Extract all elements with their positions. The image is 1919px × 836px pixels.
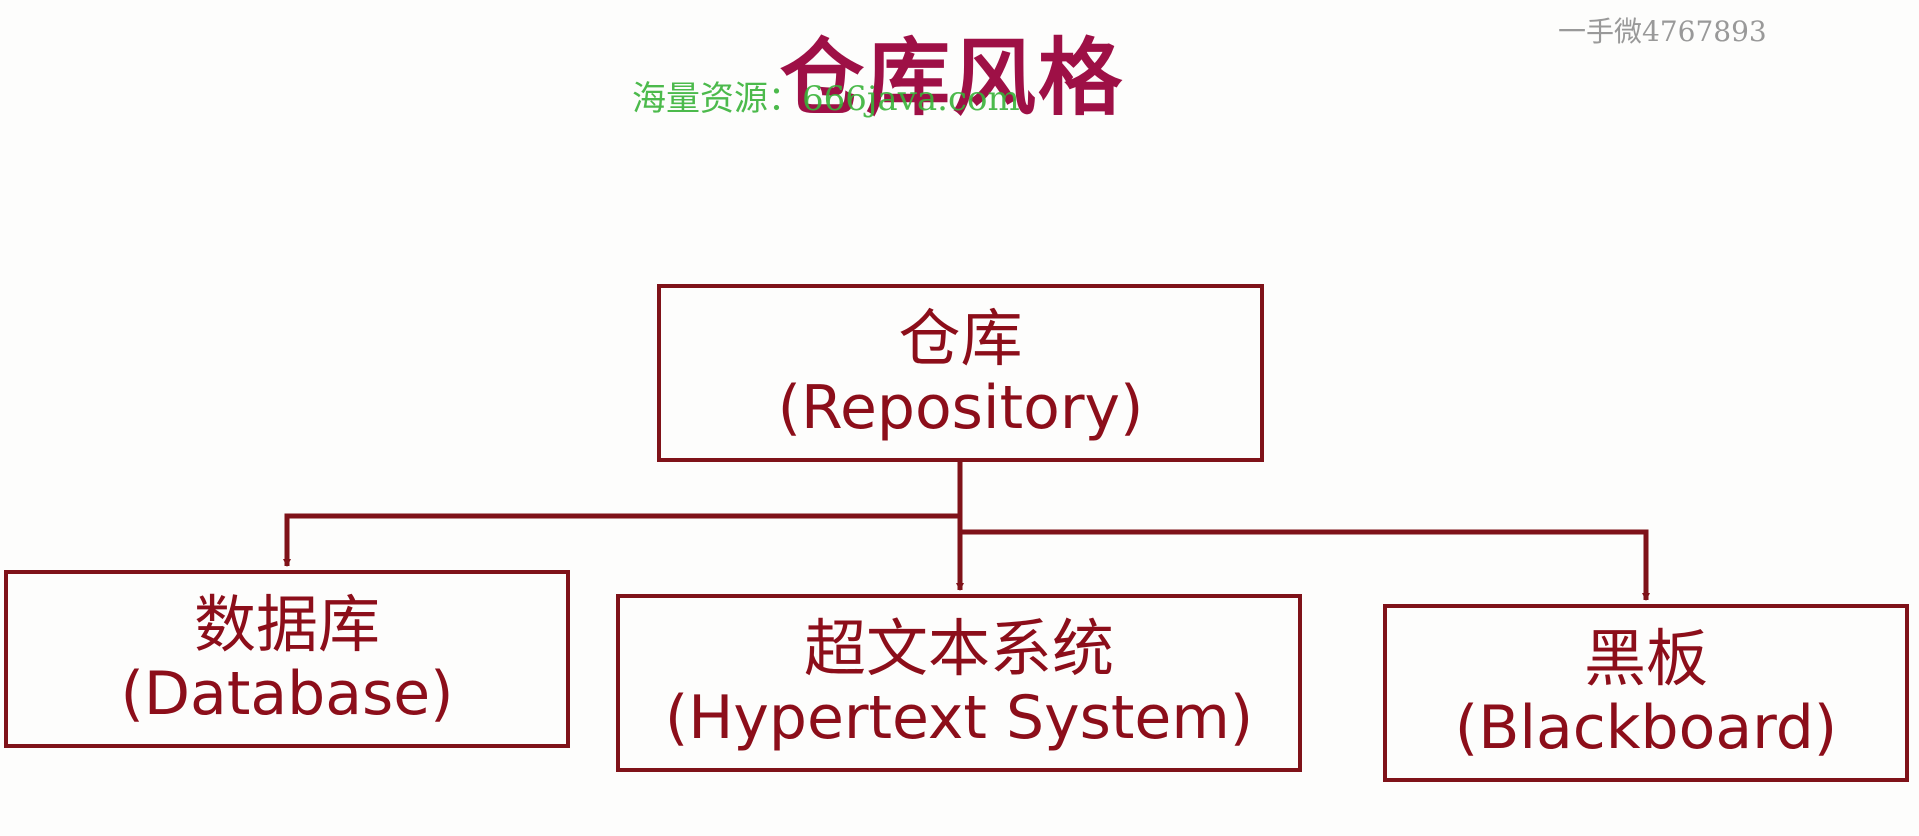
node-hypertext-label-en: (Hypertext System) <box>664 683 1254 754</box>
connector-blackboard <box>960 529 1650 601</box>
node-database: 数据库 (Database) <box>4 570 570 748</box>
node-blackboard-label-en: (Blackboard) <box>1454 693 1838 764</box>
node-hypertext-label-zh: 超文本系统 <box>803 611 1114 685</box>
connector-database <box>283 513 960 567</box>
node-hypertext: 超文本系统 (Hypertext System) <box>616 594 1302 772</box>
node-blackboard: 黑板 (Blackboard) <box>1383 604 1909 782</box>
node-repository-label-en: (Repository) <box>777 373 1144 444</box>
node-database-label-zh: 数据库 <box>193 587 380 661</box>
watermark-green: 海量资源：666java.com <box>632 79 1020 119</box>
node-database-label-en: (Database) <box>120 659 454 730</box>
node-repository-label-zh: 仓库 <box>898 301 1023 375</box>
node-blackboard-label-zh: 黑板 <box>1583 621 1708 695</box>
watermark-gray: 一手微4767893 <box>1558 15 1767 48</box>
page-title: 仓库风格 <box>780 29 1125 127</box>
node-repository: 仓库 (Repository) <box>657 284 1264 462</box>
